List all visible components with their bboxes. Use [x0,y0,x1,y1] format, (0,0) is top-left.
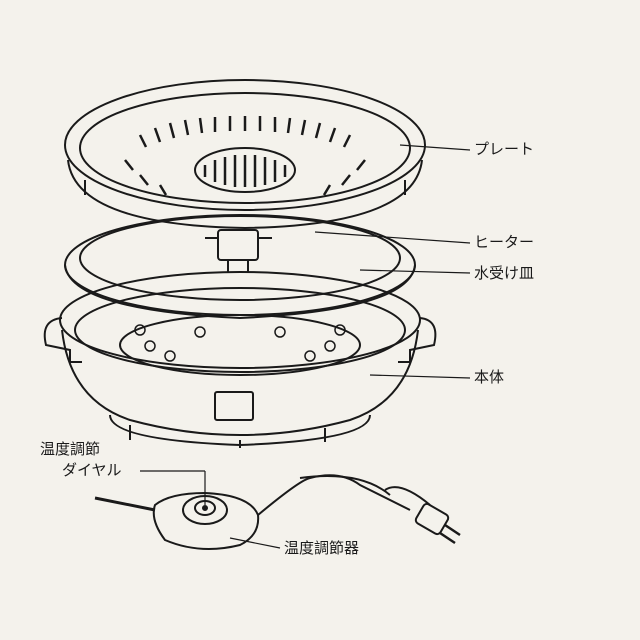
heater-connector [205,229,272,272]
label-heater: ヒーター [474,233,535,251]
grill-plate [64,79,426,230]
grill-body [43,271,437,448]
label-dial-line2: ダイヤル [62,461,122,479]
label-dial-line1: 温度調節 [40,440,101,458]
label-controller: 温度調節器 [284,539,360,557]
temperature-controller [94,474,461,550]
leader-lines [140,144,471,549]
drip-tray [64,214,416,320]
label-drip-tray: 水受け皿 [474,264,535,282]
label-body: 本体 [474,368,505,386]
label-plate: プレート [474,140,535,158]
